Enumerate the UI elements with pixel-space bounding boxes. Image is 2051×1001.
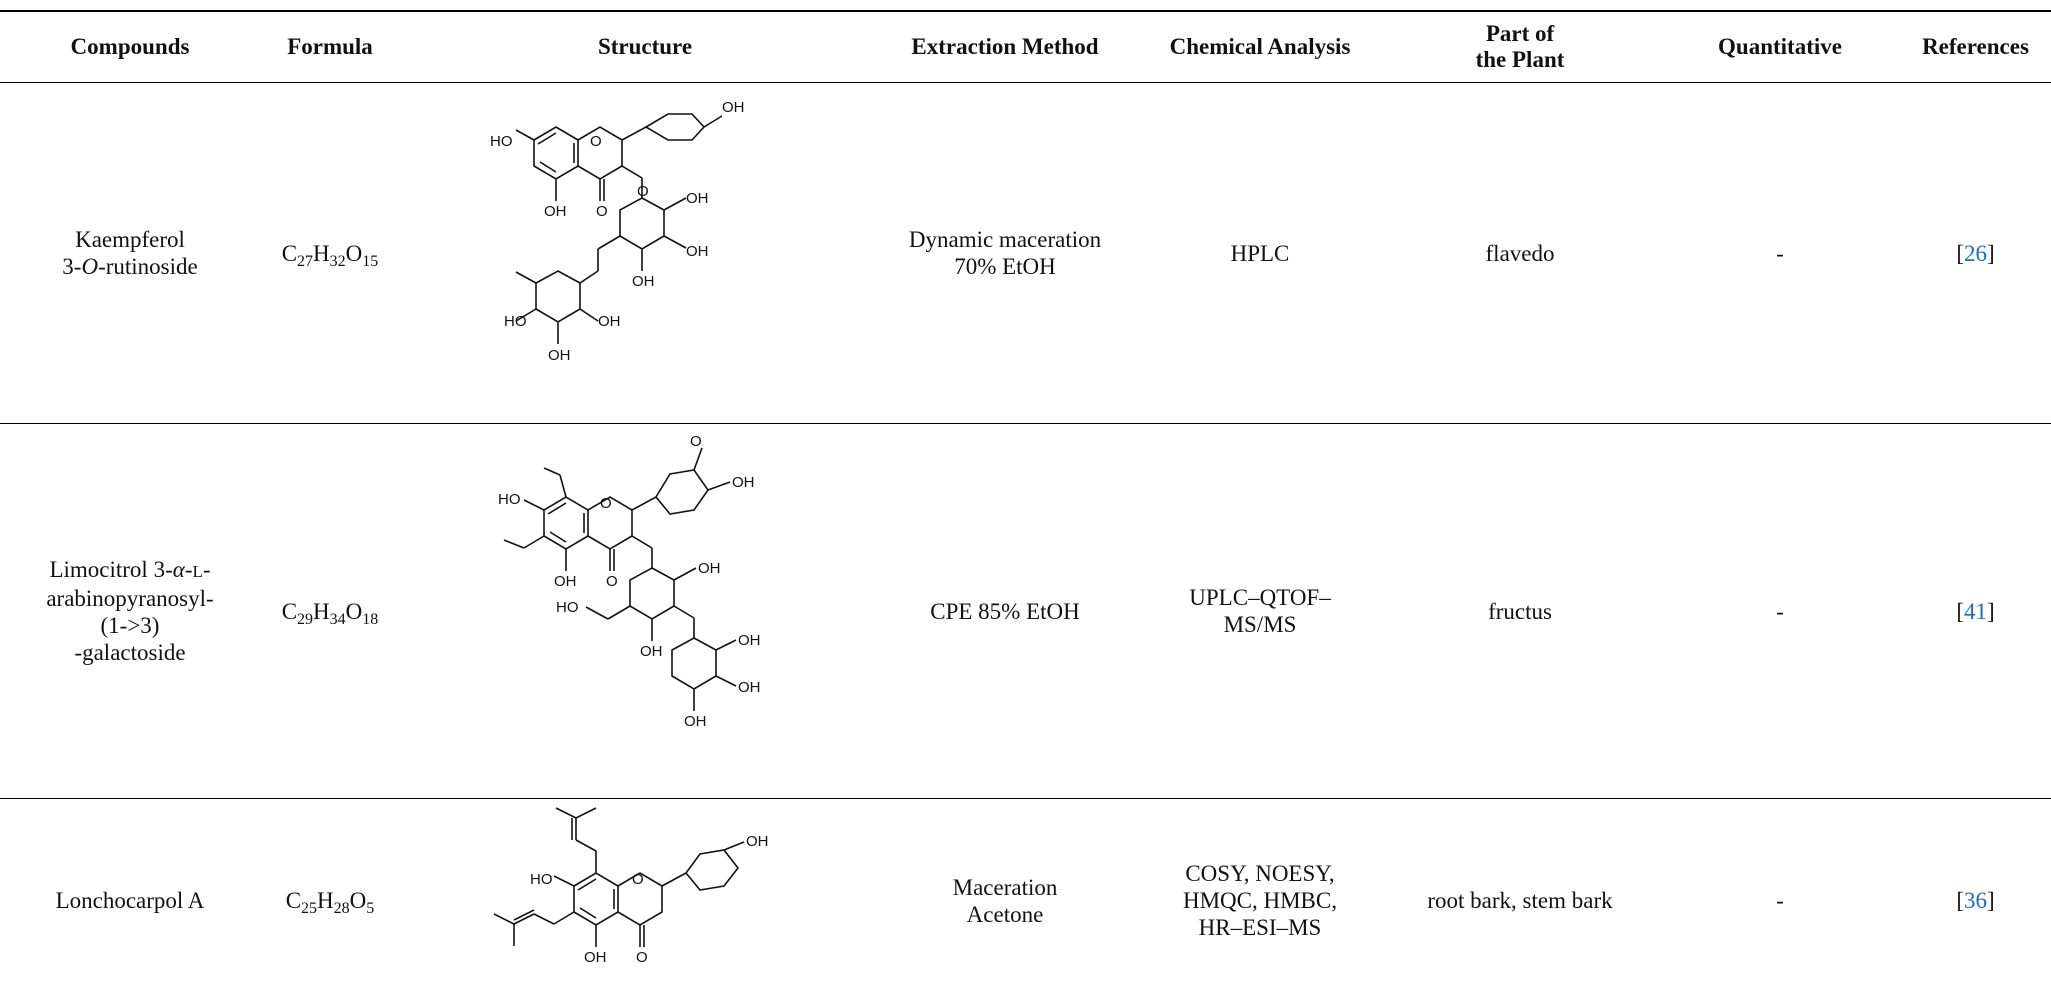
row1-reference: [26] [1956, 240, 1995, 266]
row2-label-o-methoxy: O [690, 433, 702, 450]
header-chemical-analysis: Chemical Analysis [1169, 34, 1351, 59]
row3-reference: [36] [1956, 888, 1995, 913]
row1-label-oh-s3: OH [632, 273, 655, 290]
row3-chemical-analysis: COSY, NOESY, HMQC, HMBC, HR–ESI–MS [1140, 800, 1380, 1001]
row3-extraction-line2: Acetone [966, 901, 1044, 927]
row2-chemical-analysis: UPLC–QTOF– MS/MS [1140, 425, 1380, 797]
row2-compound: Limocitrol 3-α-L- arabinopyranosyl- (1->… [20, 425, 240, 797]
row3-label-o-ring: O [632, 871, 644, 888]
row3-extraction-method: Maceration Acetone [880, 800, 1130, 1001]
row1-label-oh-r2: OH [548, 347, 571, 364]
header-quantitative: Quantitative [1718, 34, 1842, 59]
row2-analysis-line1: UPLC–QTOF– [1189, 585, 1331, 610]
row3-label-oh-5: OH [584, 949, 607, 966]
row2-analysis-line2: MS/MS [1223, 612, 1297, 637]
row1-label-oh-5: OH [544, 203, 567, 220]
table-top-rule [0, 10, 2051, 12]
row1-label-o-4: O [596, 203, 608, 220]
row2-quantitative: - [1776, 598, 1784, 624]
header-structure: Structure [597, 34, 693, 59]
row3-formula: C25H28O5 [285, 888, 375, 917]
row3-quantitative: - [1776, 888, 1784, 913]
row2-formula: C29H34O18 [281, 598, 379, 628]
row3-compound: Lonchocarpol A [55, 888, 205, 913]
row1-chemical-analysis: HPLC [1230, 240, 1290, 266]
row1-compound: Kaempferol 3-O-rutinoside [30, 84, 230, 422]
row1-quantitative: - [1776, 240, 1784, 266]
row2-label-o-ring: O [600, 495, 612, 512]
header-compounds: Compounds [70, 34, 190, 59]
row1-label-o-3: O [637, 183, 649, 200]
row-divider-2 [0, 798, 2051, 799]
row-divider-1 [0, 423, 2051, 424]
header-part-of-plant: Part of the Plant [1400, 12, 1640, 82]
row1-label-o: O [590, 133, 602, 150]
row3-analysis-line1: COSY, NOESY, [1185, 861, 1335, 886]
row2-extraction-method: CPE 85% EtOH [930, 598, 1080, 624]
row2-compound-line3: (1->3) [100, 613, 160, 638]
row2-reference: [41] [1956, 598, 1995, 624]
row3-analysis-line3: HR–ESI–MS [1198, 915, 1322, 940]
row1-label-ho-r: HO [504, 313, 527, 330]
row3-extraction-line1: Maceration [952, 874, 1058, 900]
row2-label-ho-g: HO [556, 599, 579, 616]
row3-plant-part: root bark, stem bark [1427, 888, 1613, 913]
row2-plant-part: fructus [1488, 598, 1552, 624]
row1-formula: C27H32O15 [281, 240, 379, 270]
row3-label-o-4: O [636, 949, 648, 966]
row1-reference-link[interactable]: 26 [1964, 240, 1987, 266]
row1-label-oh-s1: OH [686, 190, 709, 207]
row2-label-oh-g2: OH [640, 643, 663, 660]
header-extraction-method: Extraction Method [911, 34, 1099, 59]
row3-structure-lonchocarpol-a: HO O OH OH O [493, 807, 769, 966]
row3-analysis-line2: HMQC, HMBC, [1182, 888, 1337, 913]
row1-compound-line2: 3-O-rutinoside [62, 254, 198, 279]
row2-label-oh-a3: OH [684, 713, 707, 730]
row2-label-oh-5: OH [554, 573, 577, 590]
row1-label-oh-b: OH [722, 99, 745, 116]
row2-label-oh-g1: OH [698, 560, 721, 577]
row1-label-ho: HO [490, 133, 513, 150]
row1-label-oh-s2: OH [686, 243, 709, 260]
row2-label-o-4: O [606, 573, 618, 590]
row1-compound-line1: Kaempferol [75, 227, 185, 252]
row1-extraction-line2: 70% EtOH [954, 254, 1056, 279]
row3-reference-link[interactable]: 36 [1964, 888, 1987, 913]
row2-compound-line1: Limocitrol 3-α-L- [49, 557, 211, 582]
row2-label-oh-a2: OH [738, 679, 761, 696]
header-part-line1: Part of [1485, 21, 1555, 46]
header-references: References [1922, 34, 2029, 59]
row3-label-ho: HO [530, 871, 553, 888]
header-part-line2: the Plant [1475, 47, 1565, 72]
row2-label-ho: HO [498, 491, 521, 508]
row2-compound-line2: arabinopyranosyl- [46, 586, 214, 611]
row2-reference-link[interactable]: 41 [1964, 598, 1987, 624]
header-bottom-rule [0, 82, 2051, 83]
row1-label-oh-r1: OH [598, 313, 621, 330]
row2-structure-limocitrol-glycoside: O OH HO O OH O OH HO OH OH OH OH [498, 433, 761, 730]
row1-plant-part: flavedo [1485, 240, 1555, 266]
row3-label-oh-b: OH [746, 833, 769, 850]
row2-label-oh-a1: OH [738, 632, 761, 649]
row2-label-oh-b: OH [732, 474, 755, 491]
row1-structure-kaempferol-rutinoside: HO O OH OH O O OH OH OH HO OH OH [490, 99, 745, 364]
row1-extraction-line1: Dynamic maceration [908, 227, 1102, 252]
header-formula: Formula [287, 34, 373, 59]
row1-extraction-method: Dynamic maceration 70% EtOH [880, 84, 1130, 422]
row2-compound-line4: -galactoside [74, 640, 186, 665]
